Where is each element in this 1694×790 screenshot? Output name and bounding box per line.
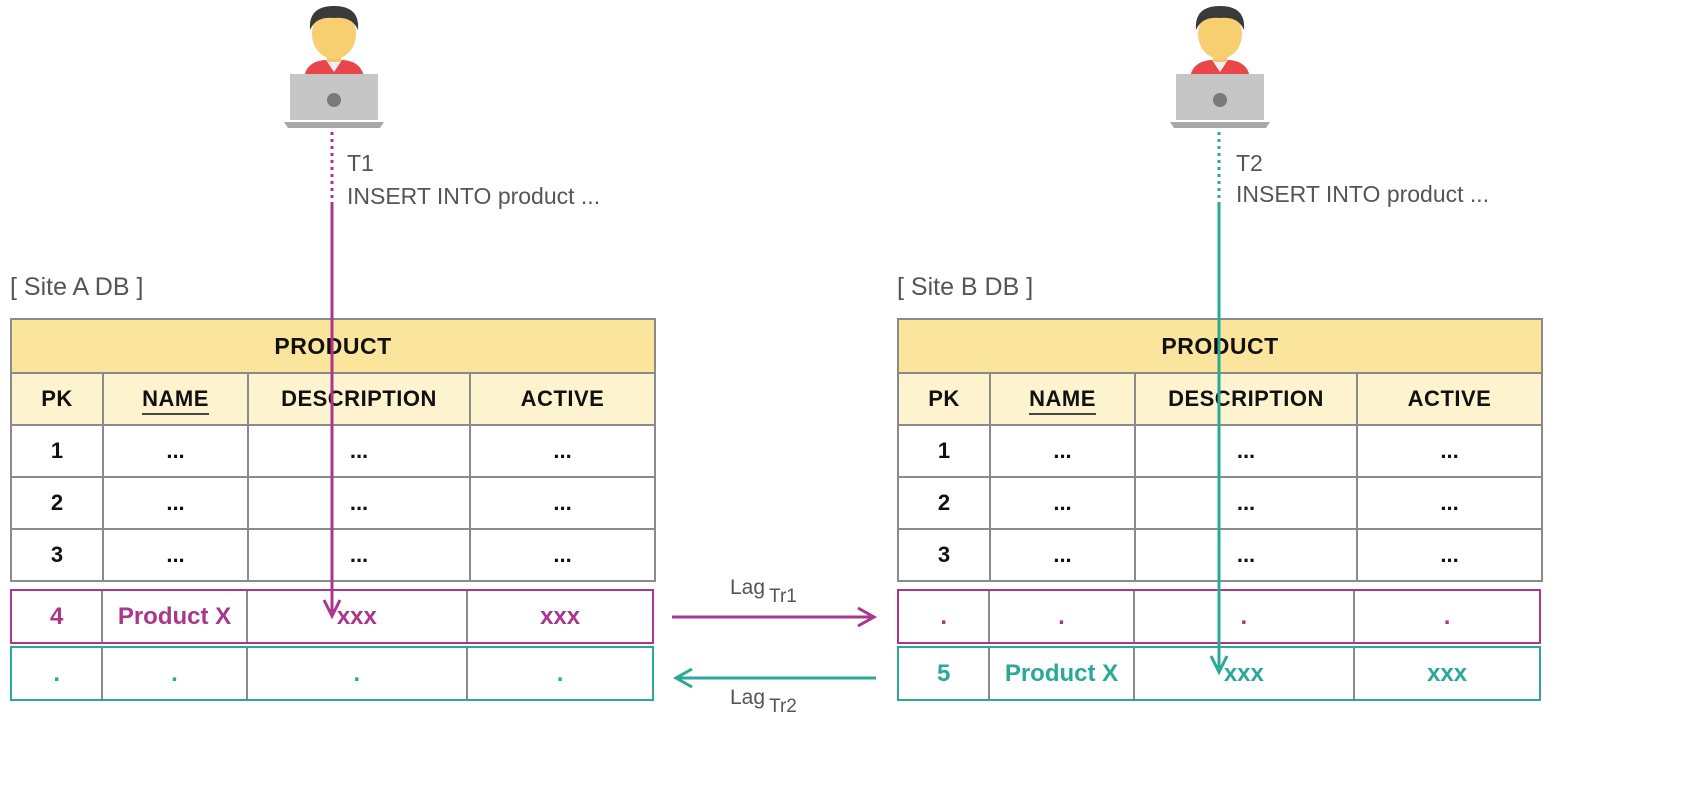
cell-description: ... [247, 424, 471, 478]
replication-arrowhead-b-to-a [672, 667, 693, 689]
site-a-label: [ Site A DB ] [10, 273, 144, 301]
site-a-replicated-row: . . . . [10, 646, 654, 701]
cell-description: ... [1134, 424, 1358, 478]
cell-description: ... [247, 476, 471, 530]
user-laptop-icon [1170, 6, 1270, 128]
lag-label-sub: Tr2 [769, 696, 797, 717]
cell-description: xxx [248, 591, 469, 642]
cell-active: ... [468, 528, 657, 582]
cell-pk: 1 [10, 424, 104, 478]
cell-pk: 3 [10, 528, 104, 582]
column-header-name: NAME [102, 372, 249, 426]
table-row: 1 ... ... ... [897, 424, 1544, 478]
cell-pk: 2 [10, 476, 104, 530]
column-header-name: NAME [989, 372, 1136, 426]
cell-active: ... [468, 424, 657, 478]
column-header-description: DESCRIPTION [247, 372, 471, 426]
cell-active: . [556, 659, 564, 687]
cell-description: ... [1134, 476, 1358, 530]
lag-label-sub: Tr1 [769, 586, 797, 607]
cell-pk: . [12, 648, 104, 699]
cell-pk: 2 [897, 476, 991, 530]
cell-description: xxx [1135, 648, 1356, 699]
column-header-active: ACTIVE [468, 372, 657, 426]
column-header-name-label: NAME [142, 386, 209, 415]
cell-name: ... [989, 476, 1136, 530]
cell-active: xxx [1427, 659, 1468, 687]
site-b-label: [ Site B DB ] [897, 273, 1034, 301]
cell-pk: 5 [899, 648, 991, 699]
column-header-pk: PK [10, 372, 104, 426]
cell-name: ... [989, 424, 1136, 478]
cell-description: ... [1134, 528, 1358, 582]
column-header-active: ACTIVE [1355, 372, 1544, 426]
cell-name: ... [102, 528, 249, 582]
cell-description: . [1135, 591, 1356, 642]
cell-name: . [990, 591, 1135, 642]
transaction-statement-b: INSERT INTO product ... [1236, 181, 1490, 207]
cell-name: ... [102, 476, 249, 530]
cell-active: ... [468, 476, 657, 530]
cell-name: Product X [103, 591, 248, 642]
cell-active: ... [1355, 528, 1544, 582]
cell-description: . [248, 648, 469, 699]
table-row: 2 ... ... ... [10, 476, 657, 530]
cell-description: ... [247, 528, 471, 582]
user-laptop-icon [284, 6, 384, 128]
cell-active: . [1443, 602, 1451, 630]
cell-active: ... [1355, 424, 1544, 478]
lag-label-text: Lag [730, 686, 766, 709]
transaction-statement-a: INSERT INTO product ... [347, 183, 601, 209]
cell-name: ... [102, 424, 249, 478]
table-row: 2 ... ... ... [897, 476, 1544, 530]
replication-arrowhead-a-to-b [857, 606, 878, 628]
cell-pk: . [899, 591, 991, 642]
cell-pk: 3 [897, 528, 991, 582]
transaction-id-b: T2 [1236, 150, 1263, 176]
cell-pk: 4 [12, 591, 104, 642]
cell-active: ... [1355, 476, 1544, 530]
column-header-name-label: NAME [1029, 386, 1096, 415]
lag-label-text: Lag [730, 576, 766, 599]
table-row: 1 ... ... ... [10, 424, 657, 478]
t2-insert-arrowhead [1209, 655, 1229, 676]
transaction-id-a: T1 [347, 150, 374, 176]
cell-pk: 1 [897, 424, 991, 478]
t1-insert-arrowhead [322, 599, 342, 620]
site-a-product-table: PRODUCT PK NAME DESCRIPTION ACTIVE 1 ...… [9, 318, 657, 582]
cell-active: xxx [540, 602, 581, 630]
table-row: 3 ... ... ... [897, 528, 1544, 582]
site-b-product-table: PRODUCT PK NAME DESCRIPTION ACTIVE 1 ...… [896, 318, 1544, 582]
cell-name: Product X [990, 648, 1135, 699]
table-row: 3 ... ... ... [10, 528, 657, 582]
column-header-pk: PK [897, 372, 991, 426]
column-header-description: DESCRIPTION [1134, 372, 1358, 426]
cell-name: ... [989, 528, 1136, 582]
cell-name: . [103, 648, 248, 699]
